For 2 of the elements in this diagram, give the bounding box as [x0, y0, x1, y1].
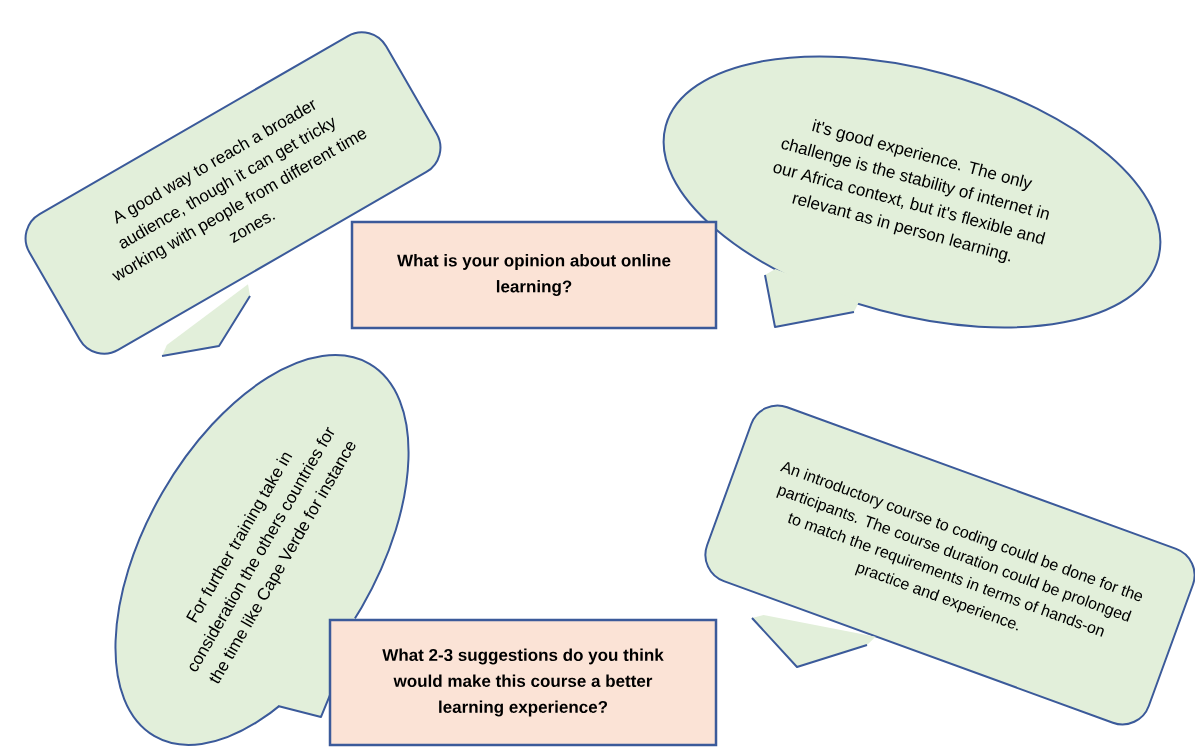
question-box: What is your opinion about online learning? [350, 220, 718, 330]
question-box: What 2-3 suggestions do you think would make this course a better learning experience? [328, 618, 718, 747]
